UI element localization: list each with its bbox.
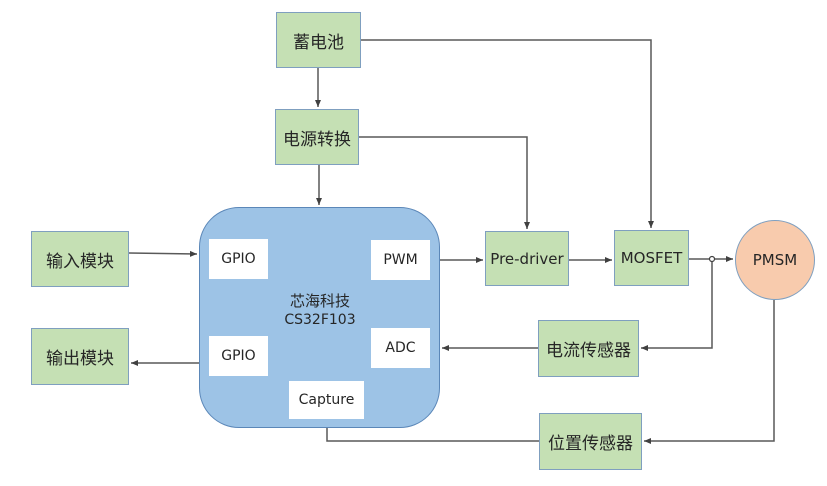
- gpio-input-port: GPIO: [209, 239, 268, 279]
- battery-block: 蓄电池: [276, 12, 361, 68]
- wire-pmsm-to-position-sensor: [644, 300, 775, 444]
- capture-port: Capture: [289, 381, 364, 419]
- power-conversion-block: 电源转换: [275, 109, 359, 165]
- output-module-block: 输出模块: [31, 328, 129, 385]
- mcu-vendor: 芯海科技: [289, 292, 350, 310]
- mcu-label: 芯海科技 CS32F103: [270, 292, 370, 330]
- wire-input-to-gpio: [128, 250, 198, 257]
- mcu-model: CS32F103: [284, 312, 356, 328]
- gpio-output-port: GPIO: [209, 336, 268, 376]
- mosfet-block: MOSFET: [614, 230, 689, 286]
- adc-port: ADC: [371, 328, 430, 368]
- wire-power-to-predriver: [359, 136, 530, 229]
- wire-junction-to-current-sensor: [641, 259, 713, 351]
- input-module-block: 输入模块: [31, 231, 129, 287]
- current-sensor-block: 电流传感器: [538, 320, 639, 377]
- pre-driver-block: Pre-driver: [485, 231, 569, 286]
- junction-dot: [708, 255, 716, 263]
- wire-battery-to-mosfet: [361, 39, 654, 228]
- position-sensor-block: 位置传感器: [539, 413, 642, 470]
- pmsm-motor: PMSM: [735, 220, 815, 300]
- pwm-port: PWM: [371, 240, 430, 280]
